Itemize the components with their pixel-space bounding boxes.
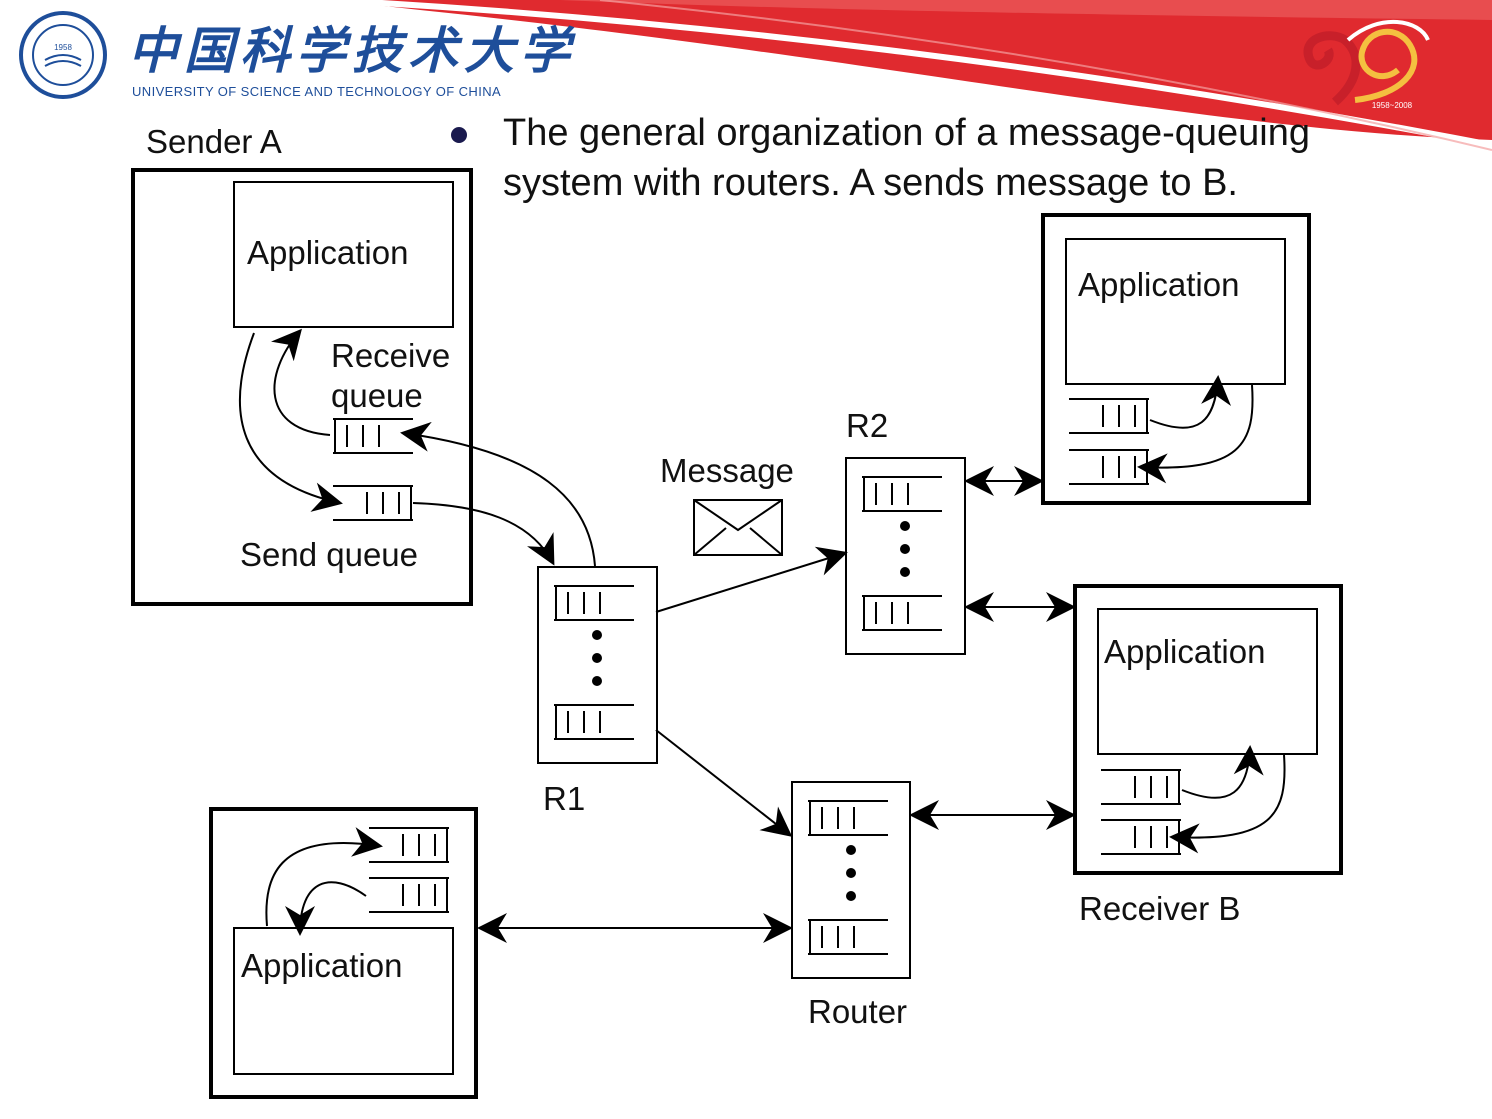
r1-to-router-arrow (655, 729, 793, 837)
bottom-left-app-to-queue-arrow (265, 827, 383, 927)
receiver-b-queue-to-app-arrow (1181, 745, 1264, 799)
receiver-b-label: Receiver B (1079, 890, 1240, 927)
bottom-left-application-box (233, 927, 454, 1075)
r2-ellipsis (900, 521, 910, 577)
receiver-b-queue-1 (1100, 769, 1182, 805)
sender-a-application-box (233, 181, 454, 328)
r1-queue-top (553, 585, 635, 621)
anniversary-emblem: 1958~2008 (1303, 19, 1430, 110)
receiver-b-box (1073, 584, 1343, 875)
sender-a-label: Sender A (146, 123, 282, 160)
sender-a-box (131, 168, 473, 606)
header-banner (329, 0, 1492, 151)
top-right-queue-to-app-arrow (1149, 375, 1232, 429)
r1-to-receive-queue-arrow (400, 421, 596, 567)
router-box (791, 781, 911, 979)
r1-ellipsis (592, 630, 602, 686)
top-right-app-to-queue-arrow (1137, 384, 1254, 484)
receiver-b-queue-2 (1100, 819, 1182, 855)
r1-label: R1 (543, 780, 585, 817)
seal-year: 1958 (54, 43, 72, 52)
receiver-b-app-to-queue-arrow (1169, 754, 1286, 854)
bottom-left-queue-2 (368, 877, 450, 913)
router-queue-top (807, 800, 889, 836)
university-seal: 1958 (19, 11, 107, 99)
university-name-en: UNIVERSITY OF SCIENCE AND TECHNOLOGY OF … (132, 84, 501, 99)
r1-to-r2-arrow (655, 546, 848, 613)
receive-queue-to-sender-app-arrow (271, 328, 331, 436)
sender-a-application-label: Application (247, 234, 408, 271)
bullet-line-1: The general organization of a message-qu… (503, 112, 1310, 154)
bullet-dot (451, 127, 467, 143)
receiver-b-application-box (1097, 608, 1318, 755)
top-right-application-label: Application (1078, 266, 1239, 303)
r2-queue-bottom (861, 595, 943, 631)
receive-queue-label-line2: queue (331, 377, 423, 414)
bullet-line-2: system with routers. A sends message to … (503, 162, 1238, 204)
r2-label: R2 (846, 407, 888, 444)
send-queue-to-r1-arrow (412, 502, 555, 566)
receive-queue-label-line1: Receive (331, 337, 450, 374)
sender-a-receive-queue (332, 418, 414, 454)
anniversary-years: 1958~2008 (1372, 101, 1413, 110)
r2-box (845, 457, 966, 655)
r1-box (537, 566, 658, 764)
bottom-left-application-label: Application (241, 947, 402, 984)
r1-queue-bottom (553, 704, 635, 740)
bottom-left-queue-to-app-arrow (285, 881, 367, 936)
router-ellipsis (846, 845, 856, 901)
envelope-icon (693, 499, 783, 556)
bottom-left-host-box (209, 807, 478, 1099)
bottom-left-queue-1 (368, 827, 450, 863)
top-right-host-box (1041, 213, 1311, 505)
top-right-queue-2 (1068, 449, 1150, 485)
top-right-queue-1 (1068, 398, 1150, 434)
r2-queue-top (861, 476, 943, 512)
top-right-application-box (1065, 238, 1286, 385)
message-label: Message (660, 452, 794, 489)
router-label: Router (808, 993, 907, 1030)
send-queue-label: Send queue (240, 536, 418, 573)
receiver-b-application-label: Application (1104, 633, 1265, 670)
router-queue-bottom (807, 919, 889, 955)
university-name-cn: 中国科学技术大学 (128, 21, 576, 80)
sender-a-send-queue (332, 485, 414, 521)
sender-a-app-to-send-arrow (238, 332, 343, 512)
